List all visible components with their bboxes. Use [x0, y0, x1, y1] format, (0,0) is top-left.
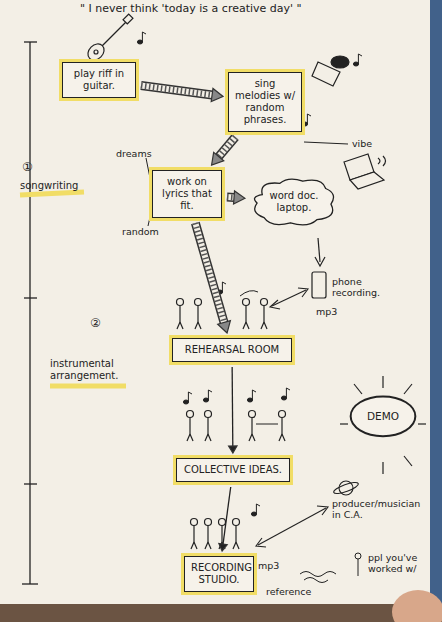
callout-number: ① — [22, 160, 33, 174]
file-label: mp3 — [316, 306, 337, 317]
demo-circle: DEMO — [350, 396, 416, 437]
arrowhead — [218, 321, 231, 333]
arrowhead — [219, 544, 227, 551]
note-text: dreams — [116, 148, 152, 159]
squiggle — [300, 553, 361, 583]
process-box: work on lyrics that fit. — [152, 170, 222, 218]
file-label: mp3 — [258, 560, 279, 571]
leader — [304, 142, 348, 144]
hatched-arrow — [141, 86, 223, 102]
arrow — [240, 291, 258, 296]
location-box: REHEARSAL ROOM — [172, 338, 292, 362]
arrow — [315, 238, 325, 266]
device-label: phone recording. — [332, 276, 386, 299]
highlight — [50, 384, 126, 389]
node-text: REHEARSAL ROOM — [179, 344, 285, 356]
hatched-arrow — [212, 137, 236, 165]
node-text: DEMO — [360, 410, 406, 423]
guitar-icon — [85, 14, 133, 63]
note-text: producer/musician in C.A. — [332, 498, 424, 521]
node-text: sing melodies w/ random phrases. — [235, 78, 295, 126]
highlight — [20, 192, 84, 195]
node-text: RECORDING STUDIO. — [191, 562, 247, 586]
arrowhead — [234, 191, 245, 204]
arrowhead — [229, 446, 237, 453]
laptop-icon — [344, 154, 386, 189]
leader — [146, 158, 150, 178]
microphone-icon — [312, 56, 349, 86]
arrow-hatch — [227, 194, 234, 201]
note-text: ppl you've worked w/ — [368, 552, 426, 575]
phone-icon — [312, 272, 326, 298]
location-box: RECORDING STUDIO. — [184, 556, 254, 592]
section-label: instrumental arrangement. — [50, 358, 130, 382]
note-text: vibe — [352, 138, 372, 149]
flow-arrow — [219, 487, 231, 551]
double-arrow — [256, 506, 328, 547]
quote: " I never think 'today is a creative day… — [80, 2, 420, 15]
demo-rays — [340, 376, 426, 474]
node-text: COLLECTIVE IDEAS. — [183, 464, 283, 476]
node-text: play riff in guitar. — [69, 68, 129, 92]
arrow-body — [227, 192, 234, 202]
flow-arrow — [229, 367, 237, 453]
arrow-body — [141, 86, 212, 95]
arrow-hatch — [219, 137, 236, 157]
arrowhead — [211, 88, 223, 101]
arrow-hatch — [195, 223, 224, 322]
double-arrow — [270, 288, 308, 309]
hatched-arrow — [227, 191, 245, 204]
idea-box: COLLECTIVE IDEAS. — [176, 458, 290, 482]
arrow-body — [219, 137, 236, 157]
section-label: songwriting — [20, 180, 78, 192]
cloud-note: word doc. laptop. — [250, 176, 338, 228]
arrow-hatch — [141, 86, 212, 95]
note-text: random — [122, 226, 159, 237]
node-text: word doc. laptop. — [260, 190, 328, 214]
arrow-body — [219, 137, 236, 157]
notebook-cover — [430, 0, 442, 604]
arrow — [256, 424, 278, 425]
arrow-body — [227, 194, 234, 201]
planet-icon — [333, 480, 360, 495]
node-text: work on lyrics that fit. — [159, 176, 215, 212]
process-box: sing melodies w/ random phrases. — [228, 72, 302, 132]
process-box: play riff in guitar. — [62, 62, 136, 98]
note-text: reference — [266, 586, 311, 597]
timeline — [22, 42, 38, 584]
arrow-body — [231, 367, 233, 446]
arrow-body — [223, 487, 231, 544]
callout-number: ② — [90, 316, 101, 330]
hatched-arrow — [195, 223, 230, 333]
arrow-body — [195, 223, 224, 322]
arrow-body — [195, 223, 224, 322]
thumb — [392, 590, 442, 622]
arrow-body — [141, 86, 212, 95]
arrowhead — [212, 152, 224, 165]
